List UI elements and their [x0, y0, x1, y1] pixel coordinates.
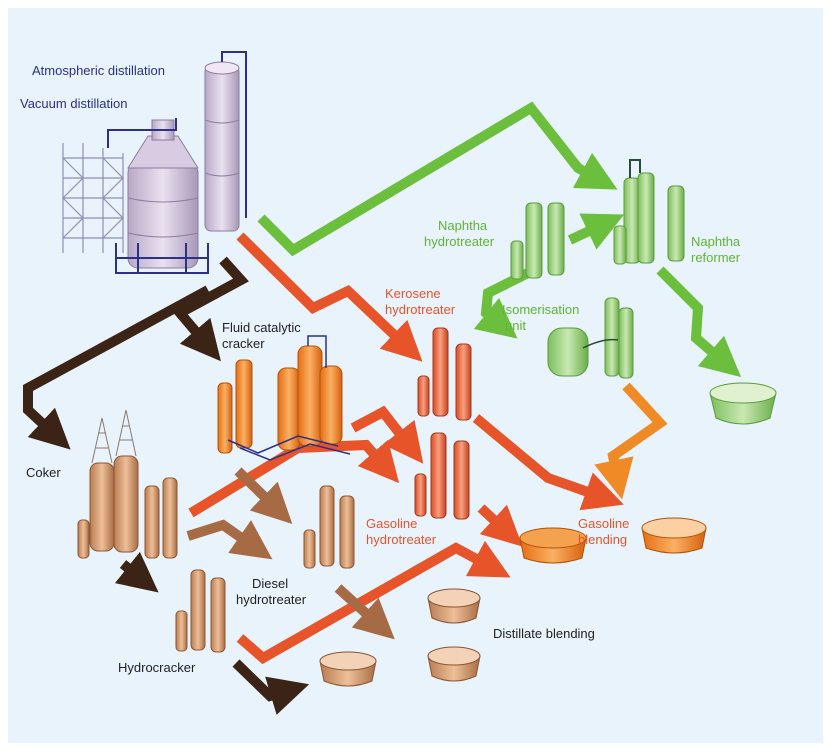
refinery-diagram: Atmospheric distillation Vacuum distilla… [8, 8, 823, 743]
hydrocracker-output-tank [319, 651, 377, 687]
gasoline-hydrotreater-unit [414, 432, 470, 520]
flow-arrow-dark-coker-to-hydrocracker [114, 551, 159, 593]
diagram-graphics [23, 51, 777, 715]
green-storage-tank [709, 382, 777, 425]
label-naphtha-reformer-line1: Naphtha [691, 234, 741, 249]
label-isomerisation-line1: Isomerisation [502, 302, 580, 317]
flow-arrow-red-kerosene-to-blending [472, 414, 624, 511]
flow-arrow-red-fcc-to-gasoline-ht [350, 405, 424, 464]
flow-arrow-orange-to-gasoline-blending [594, 382, 668, 500]
flow-arrow-red-to-kerosene [236, 232, 423, 362]
vacuum-distillation-column [107, 118, 209, 274]
gasoline-blending-tank-2 [641, 517, 707, 554]
flow-arrow-red-gasoline-ht-to-blending [477, 504, 523, 547]
isomerisation-unit [547, 297, 634, 379]
distillation-scaffolding [62, 143, 124, 253]
label-isomerisation-line2: unit [505, 318, 526, 333]
distillate-blending-tank-1 [427, 588, 481, 624]
label-kerosene-hydrotreater-line2: hydrotreater [385, 302, 456, 317]
flow-arrow-dark-hydrocracker-out [232, 659, 310, 715]
flow-arrow-dark-vacuum-to-fcc [172, 256, 249, 362]
kerosene-hydrotreater-unit [417, 327, 472, 421]
label-gasoline-hydrotreater-line2: hydrotreater [366, 532, 437, 547]
naphtha-hydrotreater-unit [510, 202, 565, 280]
flow-arrow-green-to-isomerisation [473, 268, 531, 339]
flow-arrow-brown-fcc-to-diesel [234, 467, 293, 524]
fluid-catalytic-cracker-unit [217, 335, 351, 461]
flow-arrow-brown-diesel-to-distillate [334, 584, 395, 640]
label-diesel-hydrotreater-line1: Diesel [252, 576, 289, 591]
flow-arrow-green-ht-to-reformer [567, 213, 625, 250]
label-gasoline-blending-line2: blending [578, 532, 628, 547]
diesel-hydrotreater-unit [303, 485, 355, 569]
label-coker: Coker [26, 465, 61, 480]
label-hydrocracker: Hydrocracker [118, 660, 196, 675]
label-naphtha-reformer-line2: reformer [691, 250, 741, 265]
flow-arrow-green-to-tank [656, 266, 742, 378]
label-diesel-hydrotreater-line2: hydrotreater [236, 592, 307, 607]
hydrocracker-unit [175, 569, 226, 653]
flow-arrow-brown-coker-to-diesel [186, 519, 273, 560]
label-fluid-catalytic-cracker-line1: Fluid catalytic [222, 320, 301, 335]
gasoline-blending-tank-1 [519, 527, 587, 564]
flow-arrow-red-coker-to-gasoline-ht [188, 439, 400, 518]
label-gasoline-blending-line1: Gasoline [578, 516, 630, 531]
label-gasoline-hydrotreater-line1: Gasoline [366, 516, 418, 531]
flow-arrow-dark-vacuum-to-coker [23, 285, 211, 450]
label-kerosene-hydrotreater-line1: Kerosene [385, 286, 441, 301]
label-vacuum-distillation: Vacuum distillation [20, 96, 128, 111]
label-fluid-catalytic-cracker-line2: cracker [222, 336, 265, 351]
label-distillate-blending: Distillate blending [493, 626, 595, 641]
label-naphtha-hydrotreater-line2: hydrotreater [424, 234, 495, 249]
distillate-blending-tank-2 [427, 646, 481, 682]
naphtha-reformer-unit [613, 159, 685, 265]
flow-arrow-green-main [257, 101, 618, 257]
label-naphtha-hydrotreater-line1: Naphtha [438, 218, 488, 233]
label-atmospheric-distillation: Atmospheric distillation [32, 63, 165, 78]
atmospheric-distillation-column [204, 51, 247, 232]
coker-unit [77, 409, 178, 559]
